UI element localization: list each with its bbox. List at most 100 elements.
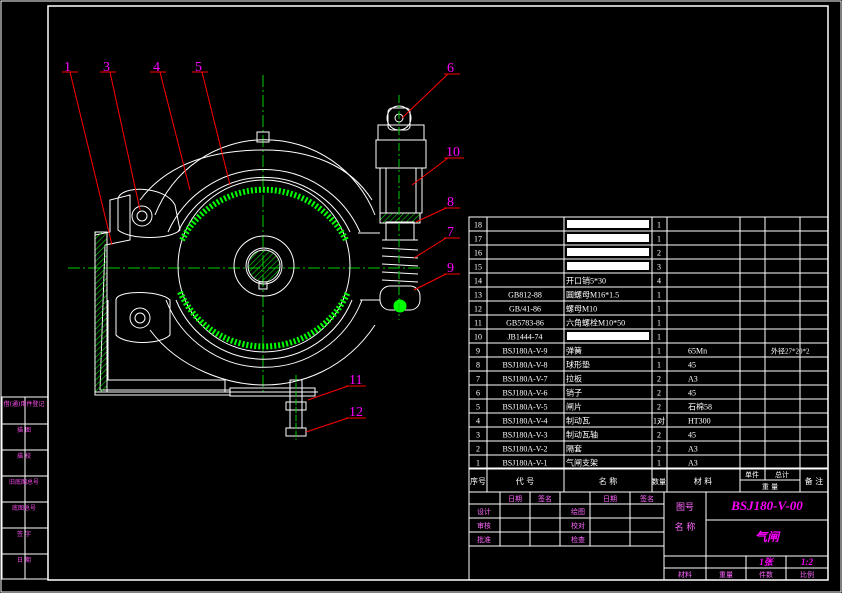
bom-cell: 6 (476, 389, 480, 398)
bom-cell: BSJ180A-V-4 (502, 417, 547, 426)
bom-cell: 制动瓦 (566, 416, 590, 426)
bom-cell: A3 (688, 445, 698, 454)
bom-cell: 18 (474, 221, 482, 230)
bom-cell: 65Mn (688, 347, 707, 356)
bom-cell: 弹簧 (566, 346, 582, 356)
bom-cell: HT300 (688, 417, 711, 426)
brake-shoe-lower (175, 299, 353, 360)
balloon-6: 6 (447, 61, 454, 76)
balloon-callouts: 1 3 4 5 6 10 8 7 9 11 12 (62, 60, 464, 433)
bom-cell: 7 (476, 375, 480, 384)
bom-cell: 16 (474, 249, 482, 258)
tb-date1: 日期 (508, 495, 522, 503)
bom-header-code: 代 号 (516, 476, 535, 486)
bom-cell: 1 (657, 361, 661, 370)
bom-cell: 45 (688, 361, 696, 370)
bom-cell: 45 (688, 431, 696, 440)
bom-cell: 13 (474, 291, 482, 300)
stamp-label: 借(通)用件登记 (4, 400, 45, 408)
hub-inner (245, 247, 283, 285)
bottom-pin (393, 299, 407, 313)
bom-cell: 六角螺栓M10*50 (566, 318, 625, 328)
bom-cell: 2 (657, 375, 661, 384)
bom-header-weight: 重 量 (762, 483, 778, 491)
bom-row: 18 1 (474, 220, 661, 230)
tb-date2: 日期 (603, 495, 617, 503)
stamp-label: 描 校 (17, 452, 31, 460)
bom-header-unit: 单件 (745, 470, 759, 479)
balloon-8: 8 (447, 195, 454, 210)
bom-header-qty: 数量 (652, 477, 666, 486)
tb-drawing-no-label: 图号 (676, 502, 694, 513)
bom-cell: 销子 (566, 388, 582, 398)
redacted-cell (567, 332, 649, 340)
balloon-4: 4 (153, 60, 160, 75)
balloon-5: 5 (195, 60, 202, 75)
bom-cell: 4 (476, 417, 480, 426)
stamp-label: 签 字 (17, 530, 31, 538)
tb-weight-label: 重量 (719, 571, 733, 579)
balloon-10: 10 (446, 145, 460, 160)
tb-count-label: 件数 (759, 570, 773, 579)
bracket (94, 194, 231, 396)
bom-cell: 2 (657, 445, 661, 454)
bom-cell: 17 (474, 235, 482, 244)
side-stamp-column: 借(通)用件登记 描 图 描 校 旧底图总号 底图总号 签 字 日 期 (1, 396, 49, 580)
bom-cell: 1 (657, 221, 661, 230)
brake-assembly-view (68, 75, 427, 440)
bom-cell: 2 (657, 403, 661, 412)
scale-value: 1:2 (801, 557, 813, 567)
title-block (468, 491, 829, 581)
balloon-7: 7 (447, 225, 454, 240)
brake-drum (177, 179, 351, 353)
bom-cell: 1 (657, 333, 661, 342)
bom-cell: 4 (657, 277, 661, 286)
redacted-cell (567, 248, 649, 256)
bom-header-note: 备 注 (805, 476, 824, 486)
bom-cell: 2 (476, 445, 480, 454)
brake-shoe-upper (177, 176, 351, 233)
bom-row: 2 BSJ180A-V-2 隔套 2 A3 (476, 444, 698, 454)
tb-checked: 检查 (571, 535, 585, 544)
top-marker (256, 131, 270, 143)
bom-cell: 螺母M10 (566, 304, 597, 314)
drawing-number: BSJ180-V-00 (730, 498, 803, 513)
redacted-cell (567, 262, 649, 270)
bom-cell: 圆螺母M16*1.5 (566, 290, 619, 300)
bom-cell: 2 (657, 249, 661, 258)
bom-cell: 1 (657, 319, 661, 328)
pivot-upper (131, 205, 153, 227)
bom-cell: 拉板 (566, 374, 582, 384)
bom-cell: 球形垫 (566, 360, 590, 370)
bom-cell: A3 (688, 459, 698, 468)
bom-cell: 10 (474, 333, 482, 342)
hub-outer (233, 235, 295, 297)
lining-lower (177, 290, 351, 350)
bom-cell: BSJ180A-V-3 (502, 431, 547, 440)
bom-cell: A3 (688, 375, 698, 384)
tb-scale-label: 比例 (800, 570, 814, 579)
bom-row: 8 BSJ180A-V-8 球形垫 1 45 (476, 360, 696, 370)
bom-cell: 1 (657, 235, 661, 244)
bom-cell: BSJ180A-V-8 (502, 361, 547, 370)
bom-cell: 3 (476, 431, 480, 440)
bom-cell: 8 (476, 361, 480, 370)
bom-cell: 45 (688, 389, 696, 398)
bom-cell: BSJ180A-V-2 (502, 445, 547, 454)
tb-name-label: 名 称 (675, 521, 696, 533)
stamp-label: 日 期 (17, 556, 31, 564)
bom-cell: 隔套 (566, 444, 582, 454)
bom-cell: BSJ180A-V-9 (502, 347, 547, 356)
cylinder-body (375, 139, 427, 169)
redacted-cell (567, 234, 649, 242)
